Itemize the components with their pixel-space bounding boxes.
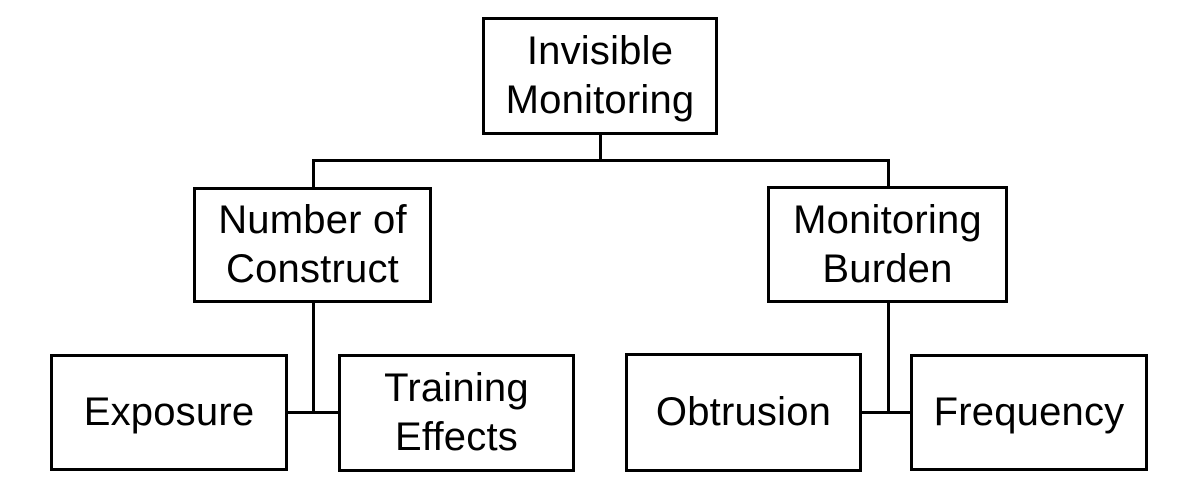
node-obtrusion: Obtrusion — [625, 353, 862, 472]
connector-right-branch-drop — [887, 159, 890, 188]
node-frequency-label: Frequency — [933, 390, 1125, 435]
node-number-of-construct-label: Number of Construct — [218, 198, 407, 291]
connector-right-branch-stem — [887, 302, 890, 414]
connector-trunk-horizontal — [312, 159, 890, 162]
node-invisible-monitoring: Invisible Monitoring — [482, 17, 718, 135]
node-exposure: Exposure — [50, 354, 288, 471]
node-monitoring-burden: Monitoring Burden — [767, 186, 1008, 303]
connector-right-leaves-crossbar — [862, 411, 910, 414]
connector-left-branch-stem — [312, 302, 315, 414]
connector-left-leaves-crossbar — [288, 411, 338, 414]
node-number-of-construct: Number of Construct — [193, 187, 432, 303]
connector-root-stem — [599, 134, 602, 162]
connector-left-branch-drop — [312, 159, 315, 189]
node-monitoring-burden-label: Monitoring Burden — [793, 197, 982, 291]
node-training-effects-label: Training Effects — [384, 366, 529, 459]
node-obtrusion-label: Obtrusion — [655, 390, 832, 435]
node-frequency: Frequency — [910, 354, 1148, 471]
node-invisible-monitoring-label: Invisible Monitoring — [505, 29, 695, 122]
node-training-effects: Training Effects — [338, 354, 575, 472]
node-exposure-label: Exposure — [83, 390, 255, 435]
